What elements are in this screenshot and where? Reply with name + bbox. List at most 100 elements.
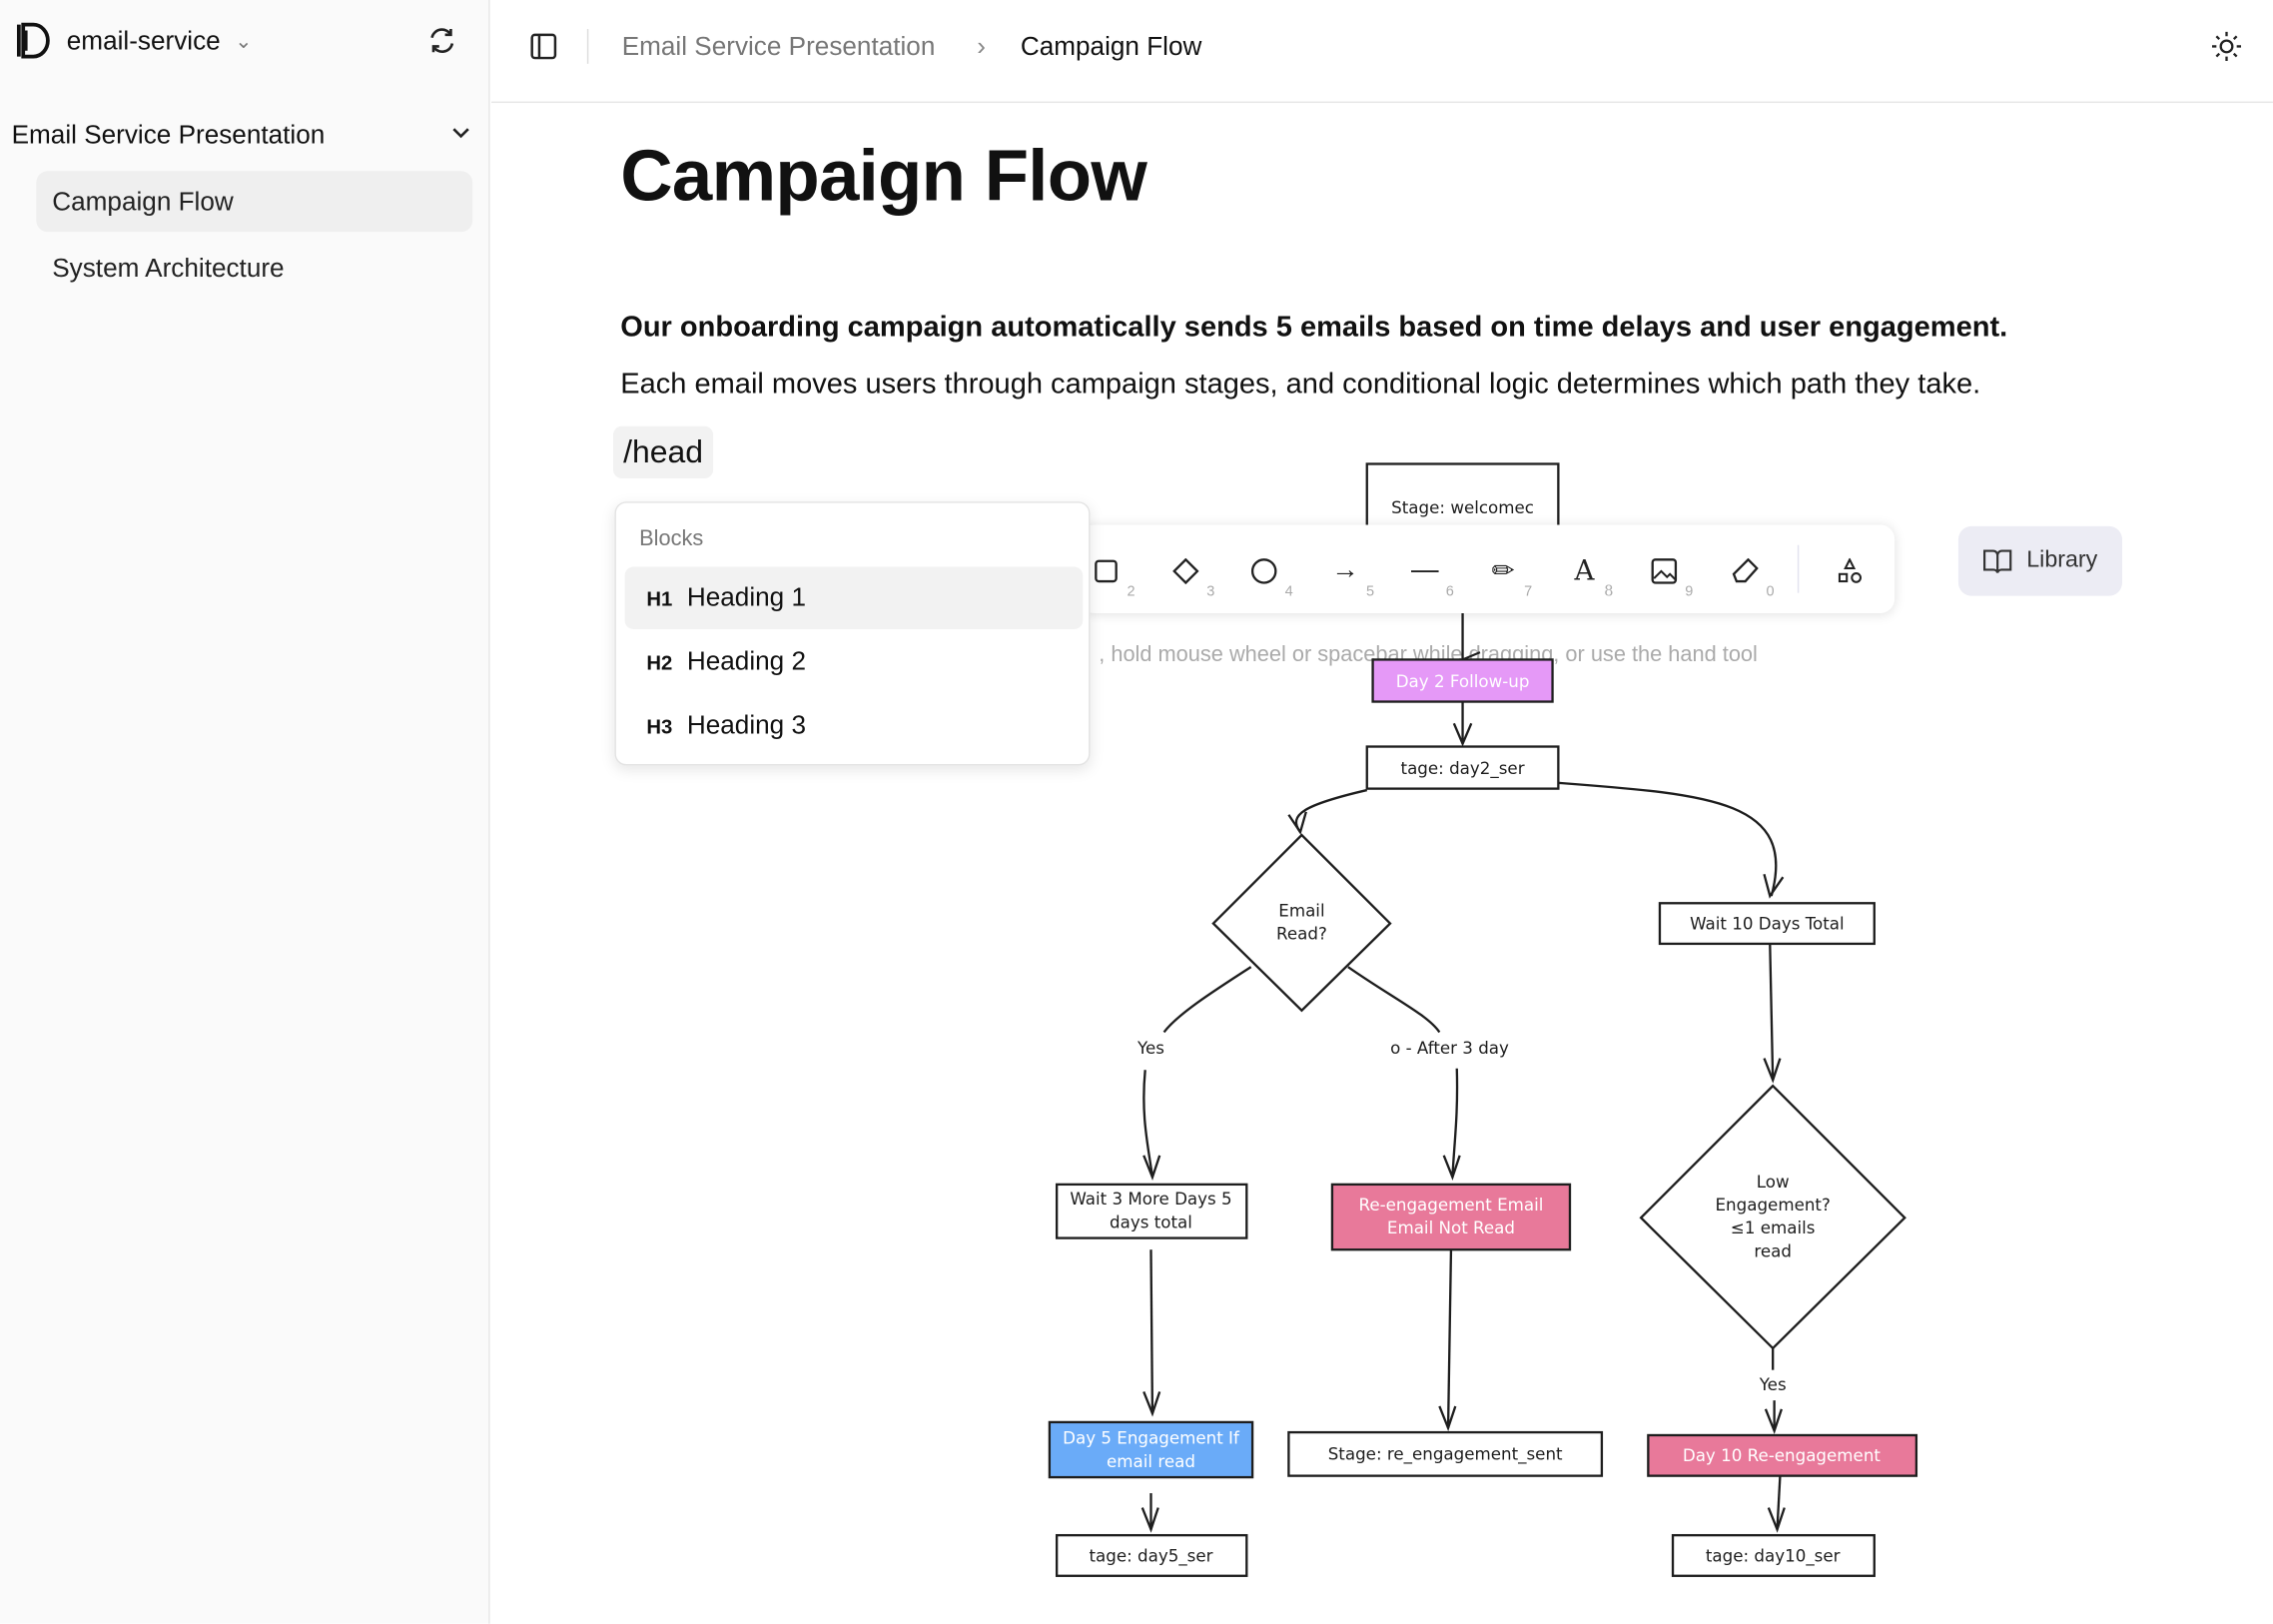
svg-text:tage: day10_ser: tage: day10_ser — [1706, 1546, 1841, 1566]
pencil-icon: ✏ — [1491, 555, 1515, 587]
slash-command-input[interactable]: /head — [612, 425, 714, 478]
svg-text:Day 5 Engagement If: Day 5 Engagement If — [1063, 1429, 1240, 1448]
menu-item-label: Heading 2 — [686, 646, 807, 676]
heading-icon: H1 — [646, 586, 673, 610]
shapes-icon — [1838, 557, 1863, 583]
library-button[interactable]: Library — [1957, 525, 2122, 596]
body-paragraph: Each email moves users through campaign … — [620, 368, 1981, 401]
chevron-right-icon: › — [977, 31, 987, 61]
rectangle-icon — [1095, 559, 1118, 583]
node-day2-follow-up[interactable]: Day 2 Follow-up — [1371, 658, 1554, 703]
header — [491, 0, 2273, 104]
edge-label-yes: Yes — [1136, 1039, 1164, 1058]
page-title: Campaign Flow — [620, 134, 1147, 217]
chevron-down-icon: ⌄ — [235, 28, 253, 52]
svg-text:Re-engagement Email: Re-engagement Email — [1358, 1196, 1543, 1215]
image-icon — [1651, 558, 1678, 584]
menu-item-label: Heading 1 — [686, 582, 807, 612]
svg-text:Day 10 Re-engagement: Day 10 Re-engagement — [1683, 1446, 1882, 1465]
node-stage-welcome[interactable]: Stage: welcomec — [1365, 462, 1560, 530]
breadcrumb-parent[interactable]: Email Service Presentation — [621, 31, 936, 61]
line-icon: — — [1411, 554, 1439, 586]
svg-text:days total: days total — [1110, 1213, 1192, 1231]
rectangle-tool[interactable]: 2 — [1080, 551, 1136, 600]
blocks-menu: Blocks H1 Heading 1 H2 Heading 2 H3 Heading… — [614, 501, 1091, 766]
menu-item-label: Heading 3 — [686, 710, 807, 740]
refresh-icon[interactable] — [426, 25, 458, 57]
edge — [1347, 966, 1441, 1034]
edge — [1451, 1068, 1459, 1178]
edge — [1294, 788, 1368, 833]
heading-icon: H2 — [646, 649, 673, 674]
node-day10-reengagement[interactable]: Day 10 Re-engagement — [1647, 1433, 1918, 1477]
divider — [586, 29, 589, 64]
lead-paragraph: Our onboarding campaign automatically se… — [620, 312, 2008, 345]
svg-text:Day 2 Follow-up: Day 2 Follow-up — [1396, 672, 1530, 691]
sidebar-item-campaign-flow[interactable]: Campaign Flow — [36, 171, 473, 233]
svg-text:tage: day5_ser: tage: day5_ser — [1089, 1546, 1212, 1566]
svg-text:Engagement?: Engagement? — [1716, 1196, 1831, 1215]
node-stage-reengagement-sent[interactable]: Stage: re_engagement_sent — [1287, 1430, 1604, 1477]
sidebar: email-service ⌄ Email Service Presentati… — [0, 0, 490, 1624]
svg-text:Stage: welcomec: Stage: welcomec — [1391, 498, 1534, 517]
svg-text:email read: email read — [1107, 1452, 1195, 1471]
edge — [1446, 1249, 1453, 1428]
node-day5-engagement[interactable]: Day 5 Engagement If email read — [1048, 1420, 1254, 1479]
edge — [1149, 1249, 1154, 1414]
menu-item-heading-1[interactable]: H1 Heading 1 — [624, 566, 1084, 629]
menu-item-heading-3[interactable]: H3 Heading 3 — [625, 694, 1084, 756]
edge — [1558, 781, 1778, 897]
image-tool[interactable]: 9 — [1638, 551, 1693, 600]
breadcrumb-current: Campaign Flow — [1020, 31, 1202, 61]
logo-icon — [16, 22, 50, 59]
book-icon — [1983, 549, 2012, 573]
sidebar-item-label: Campaign Flow — [52, 186, 234, 216]
blocks-menu-title: Blocks — [639, 525, 704, 551]
node-stage-day2[interactable]: tage: day2_ser — [1365, 745, 1560, 790]
chevron-down-icon — [452, 128, 469, 139]
sidebar-item-system-architecture[interactable]: System Architecture — [36, 238, 472, 299]
sidebar-item-label: System Architecture — [52, 253, 285, 283]
arrow-icon: → — [1331, 554, 1359, 586]
section-email-service-presentation[interactable]: Email Service Presentation — [12, 120, 473, 150]
arrow-tool[interactable]: →5 — [1331, 554, 1375, 600]
svg-text:Read?: Read? — [1276, 925, 1327, 944]
edge — [1162, 966, 1252, 1034]
divider — [1797, 544, 1800, 593]
eraser-icon — [1732, 557, 1759, 583]
heading-icon: H3 — [646, 713, 673, 738]
menu-item-heading-2[interactable]: H2 Heading 2 — [625, 630, 1084, 692]
edge — [1776, 1475, 1782, 1530]
more-shapes-tool[interactable] — [1824, 551, 1876, 592]
node-stage-day10[interactable]: tage: day10_ser — [1671, 1533, 1876, 1577]
svg-text:read: read — [1754, 1241, 1792, 1260]
workspace-switcher[interactable]: email-service ⌄ — [15, 20, 253, 61]
line-tool[interactable]: —6 — [1411, 554, 1454, 600]
diamond-icon — [1172, 557, 1199, 584]
edge-label-yes: Yes — [1759, 1375, 1787, 1394]
edge — [1769, 943, 1775, 1081]
sun-icon[interactable] — [2211, 30, 2243, 62]
edge — [1142, 1070, 1154, 1178]
pencil-tool[interactable]: ✏7 — [1491, 555, 1533, 600]
text-icon: A — [1574, 554, 1595, 587]
edge-label-no: o - After 3 day — [1390, 1039, 1509, 1058]
svg-text:tage: day2_ser: tage: day2_ser — [1401, 759, 1525, 779]
svg-text:Stage: re_engagement_sent: Stage: re_engagement_sent — [1328, 1445, 1563, 1465]
svg-text:Email: Email — [1278, 901, 1324, 920]
ellipse-tool[interactable]: 4 — [1238, 551, 1293, 600]
eraser-tool[interactable]: 0 — [1719, 551, 1775, 600]
node-wait-10-days[interactable]: Wait 10 Days Total — [1658, 902, 1876, 946]
sidebar-toggle-icon[interactable] — [529, 32, 558, 61]
svg-text:Wait 10 Days Total: Wait 10 Days Total — [1690, 914, 1845, 933]
diamond-tool[interactable]: 3 — [1159, 551, 1214, 600]
node-stage-day5[interactable]: tage: day5_ser — [1055, 1533, 1248, 1577]
svg-text:≤1 emails: ≤1 emails — [1731, 1218, 1816, 1237]
